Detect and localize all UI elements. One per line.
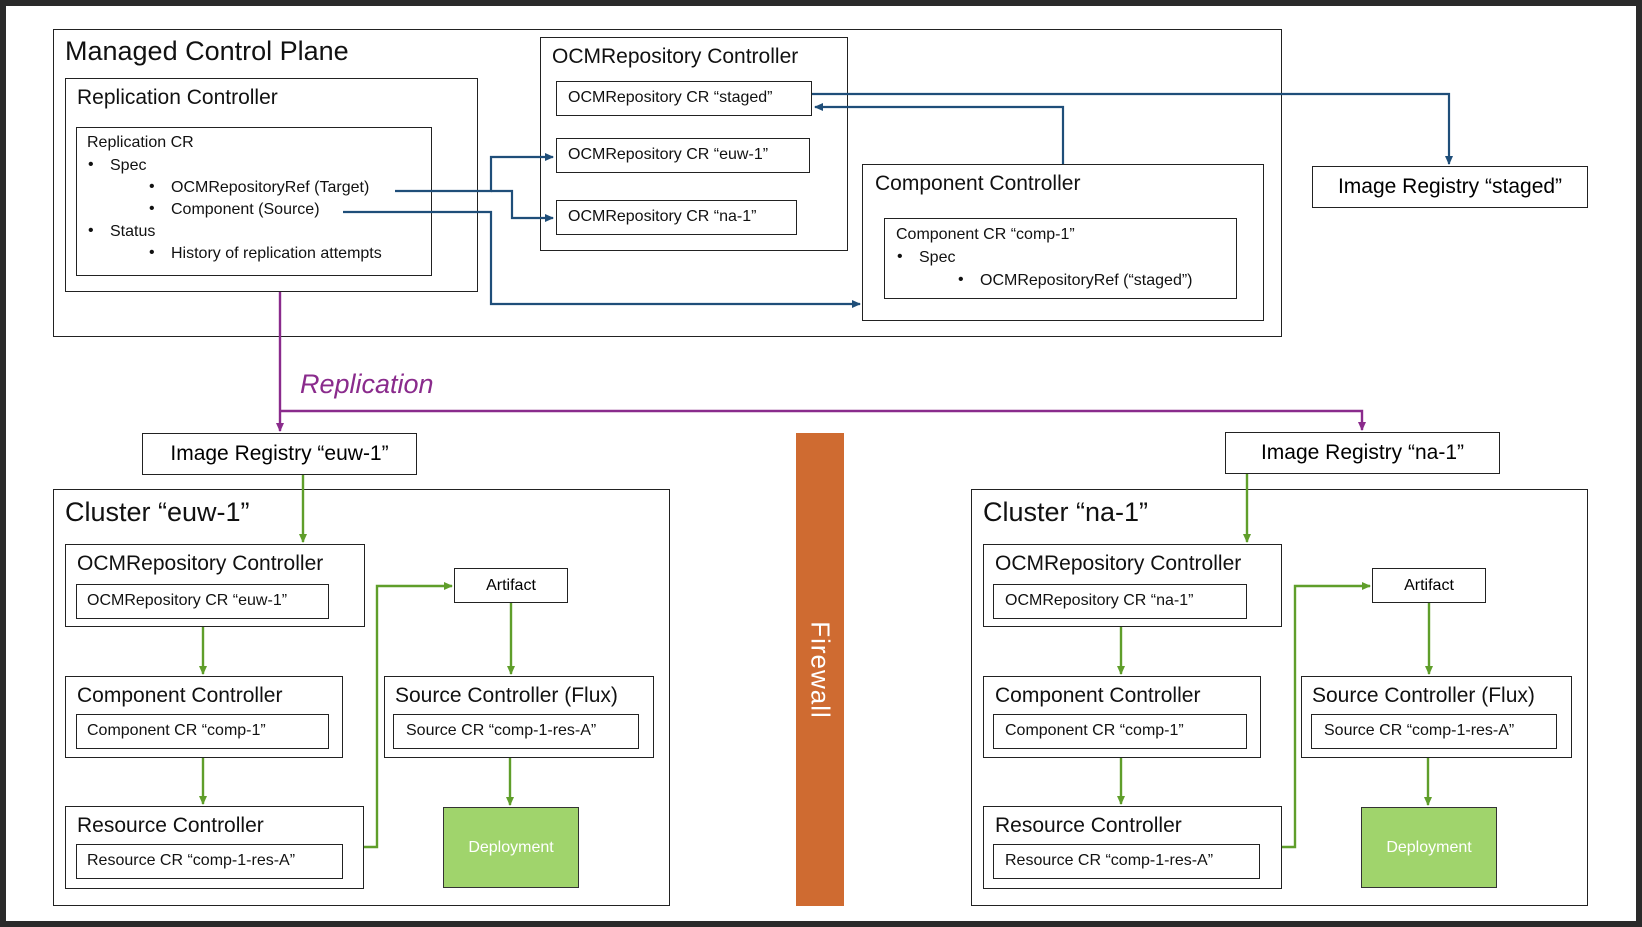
euw1-component-controller-title: Component Controller bbox=[77, 684, 283, 707]
na1-ocm-cr-label: OCMRepository CR “na-1” bbox=[1005, 592, 1194, 609]
euw1-source-controller-title: Source Controller (Flux) bbox=[395, 684, 618, 707]
replication-label: Replication bbox=[300, 369, 434, 399]
mcp-component-spec-label: Spec bbox=[919, 249, 956, 266]
na1-ocm-controller-title: OCMRepository Controller bbox=[995, 552, 1242, 575]
euw1-component-cr-label: Component CR “comp-1” bbox=[87, 722, 266, 739]
status-bullet: • bbox=[88, 222, 94, 239]
euw1-resource-cr-label: Resource CR “comp-1-res-A” bbox=[87, 852, 296, 869]
replication-status-label: Status bbox=[110, 223, 156, 240]
euw1-ocm-controller-title: OCMRepository Controller bbox=[77, 552, 324, 575]
na1-component-controller-title: Component Controller bbox=[995, 684, 1201, 707]
mcp-component-cr-box bbox=[884, 218, 1237, 299]
na1-ocm-cr-box bbox=[993, 584, 1247, 619]
na1-artifact: Artifact bbox=[1372, 568, 1486, 603]
na1-resource-cr-box bbox=[993, 844, 1260, 879]
replication-spec-label: Spec bbox=[110, 157, 147, 174]
euw1-resource-cr-box bbox=[76, 844, 343, 879]
spec-item-bullet: • bbox=[958, 271, 964, 288]
replication-spec-target: OCMRepositoryRef (Target) bbox=[171, 179, 370, 196]
euw1-ocm-cr-box bbox=[76, 584, 329, 619]
managed-control-plane-title: Managed Control Plane bbox=[65, 36, 349, 66]
mcp-component-cr-title: Component CR “comp-1” bbox=[896, 226, 1075, 243]
replication-controller-title: Replication Controller bbox=[77, 86, 278, 109]
ocm-repo-cr-euw1 bbox=[556, 138, 810, 173]
na1-resource-controller-title: Resource Controller bbox=[995, 814, 1182, 837]
ocm-repo-cr-staged bbox=[556, 81, 812, 116]
spec-item-bullet: • bbox=[149, 200, 155, 217]
na1-component-cr-box bbox=[993, 714, 1247, 749]
na1-resource-cr-label: Resource CR “comp-1-res-A” bbox=[1005, 852, 1214, 869]
ocm-repo-cr-euw1-label: OCMRepository CR “euw-1” bbox=[568, 146, 769, 163]
spec-bullet: • bbox=[88, 156, 94, 173]
euw1-source-cr-label: Source CR “comp-1-res-A” bbox=[406, 722, 597, 739]
spec-item-bullet: • bbox=[149, 178, 155, 195]
cluster-na1-title: Cluster “na-1” bbox=[983, 497, 1149, 527]
firewall-bar: Firewall bbox=[796, 433, 844, 906]
replication-status-history: History of replication attempts bbox=[171, 245, 382, 262]
na1-deployment: Deployment bbox=[1361, 807, 1497, 888]
euw1-deployment: Deployment bbox=[443, 807, 579, 888]
replication-cr-title: Replication CR bbox=[87, 134, 194, 151]
euw1-resource-controller-title: Resource Controller bbox=[77, 814, 264, 837]
na1-component-cr-label: Component CR “comp-1” bbox=[1005, 722, 1184, 739]
na1-source-cr-label: Source CR “comp-1-res-A” bbox=[1324, 722, 1515, 739]
mcp-component-controller-title: Component Controller bbox=[875, 172, 1081, 195]
image-registry-euw1: Image Registry “euw-1” bbox=[142, 433, 417, 475]
status-item-bullet: • bbox=[149, 244, 155, 261]
mcp-ocm-repo-controller-title: OCMRepository Controller bbox=[552, 45, 799, 68]
euw1-artifact: Artifact bbox=[454, 568, 568, 603]
ocm-repo-cr-na1-label: OCMRepository CR “na-1” bbox=[568, 208, 757, 225]
euw1-component-cr-box bbox=[76, 714, 329, 749]
firewall-label: Firewall bbox=[805, 620, 836, 719]
replication-spec-source: Component (Source) bbox=[171, 201, 320, 218]
na1-source-controller-title: Source Controller (Flux) bbox=[1312, 684, 1535, 707]
spec-bullet: • bbox=[897, 248, 903, 265]
mcp-component-spec-ref: OCMRepositoryRef (“staged”) bbox=[980, 272, 1193, 289]
euw1-ocm-cr-label: OCMRepository CR “euw-1” bbox=[87, 592, 288, 609]
image-registry-na1: Image Registry “na-1” bbox=[1225, 432, 1500, 474]
cluster-euw1-title: Cluster “euw-1” bbox=[65, 497, 250, 527]
image-registry-staged: Image Registry “staged” bbox=[1312, 166, 1588, 208]
ocm-repo-cr-staged-label: OCMRepository CR “staged” bbox=[568, 89, 773, 106]
